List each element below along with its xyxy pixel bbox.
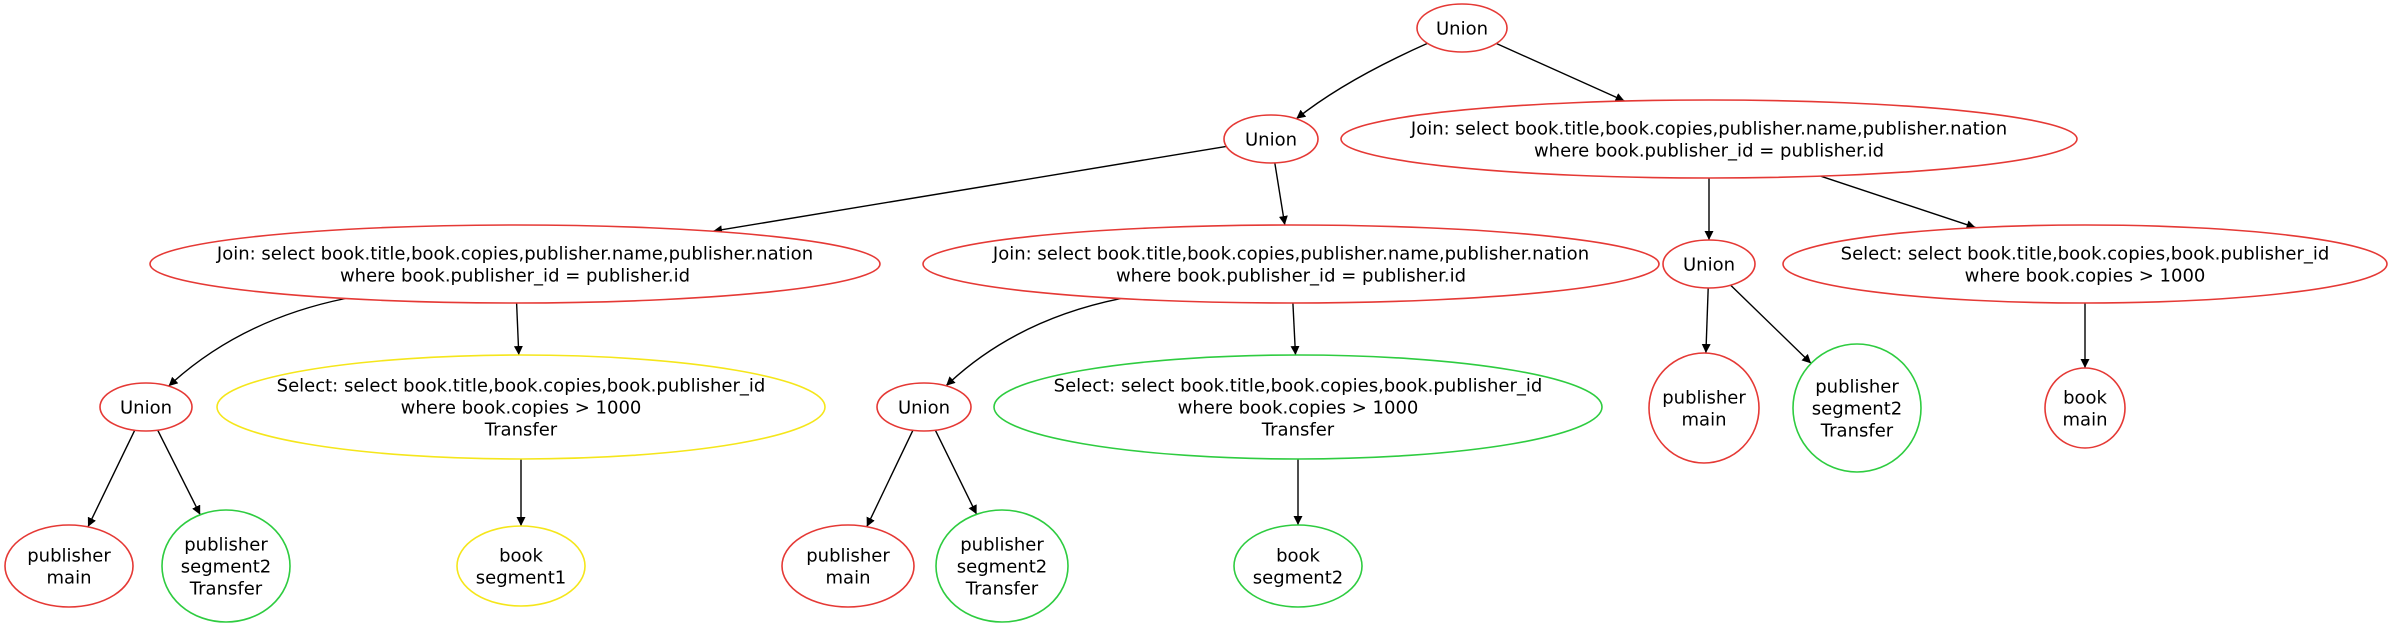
join-node-right: Join: select book.title,book.copies,publ… (1340, 99, 2078, 179)
node-label-line: Union (120, 397, 172, 418)
union-node-b-outline (876, 382, 972, 432)
node-label-line: book (2063, 387, 2107, 408)
select-node-c-outline (1782, 224, 2388, 304)
union-node-left-outline (1223, 114, 1319, 164)
node-label-line: Transfer (965, 578, 1039, 599)
union-node-root-outline (1416, 3, 1508, 53)
node-label-line: Transfer (484, 419, 558, 440)
node-label-line: Transfer (1261, 419, 1335, 440)
edge-n1-to-n3 (1496, 42, 1625, 102)
edge-n5-to-n11 (1290, 302, 1300, 356)
node-label-line: where book.publisher_id = publisher.id (1116, 265, 1466, 286)
join-node-a: Join: select book.title,book.copies,publ… (149, 224, 881, 304)
edge-n8-to-n16 (157, 429, 201, 516)
union-node-b: Union (876, 382, 972, 432)
publisher-main-node-c-outline (1648, 352, 1760, 464)
join-node-right-outline (1340, 99, 2078, 179)
node-label-line: Join: select book.title,book.copies,publ… (1410, 118, 2007, 139)
node-label-line: publisher (806, 545, 890, 566)
select-node-c: Select: select book.title,book.copies,bo… (1782, 224, 2388, 304)
select-node-a: Select: select book.title,book.copies,bo… (216, 354, 826, 460)
edge-n4-to-n8 (168, 297, 346, 387)
edge-n3-to-n7 (1820, 175, 1976, 230)
node-label-line: Union (1245, 129, 1297, 150)
edge-n6-to-n12 (1701, 287, 1711, 354)
node-label-line: main (47, 567, 92, 588)
node-label-line: Transfer (189, 578, 263, 599)
node-label-line: publisher (27, 545, 111, 566)
node-label-line: where book.copies > 1000 (1965, 265, 2206, 286)
edge-n10-to-n19 (934, 429, 978, 515)
node-label-line: publisher (1815, 376, 1899, 397)
node-label-line: segment2 (181, 556, 271, 577)
publisher-segment2-node-b-outline (935, 509, 1069, 623)
union-node-c-outline (1662, 239, 1756, 289)
book-main-node-c-outline (2044, 367, 2126, 449)
edge-n2-to-n4 (712, 145, 1227, 235)
node-label-line: book (499, 545, 543, 566)
union-node-a: Union (99, 382, 193, 432)
node-label-line: main (1682, 409, 1727, 430)
node-label-line: Select: select book.title,book.copies,bo… (277, 375, 766, 396)
node-label-line: main (826, 567, 871, 588)
join-node-b-outline (922, 224, 1660, 304)
select-node-a-outline (216, 354, 826, 460)
join-node-b: Join: select book.title,book.copies,publ… (922, 224, 1660, 304)
publisher-main-node-a-outline (4, 524, 134, 608)
union-node-a-outline (99, 382, 193, 432)
publisher-segment2-node-c-outline (1792, 343, 1922, 473)
edge-n8-to-n15 (87, 429, 136, 528)
publisher-main-node-b-outline (781, 524, 915, 608)
edge-n5-to-n10 (945, 297, 1121, 387)
node-label-line: Union (1683, 254, 1735, 275)
select-node-b-outline (993, 354, 1603, 460)
union-node-root: Union (1416, 3, 1508, 53)
node-label-line: where book.copies > 1000 (401, 397, 642, 418)
node-label-line: Select: select book.title,book.copies,bo… (1054, 375, 1543, 396)
union-node-left: Union (1223, 114, 1319, 164)
node-label-line: main (2063, 409, 2108, 430)
edge-n2-to-n5 (1274, 162, 1288, 226)
edge-n4-to-n9 (513, 302, 523, 356)
node-label-line: book (1276, 545, 1320, 566)
node-label-line: Transfer (1820, 420, 1894, 441)
book-segment1-node-a-outline (456, 525, 586, 607)
node-label-line: where book.publisher_id = publisher.id (340, 265, 690, 286)
node-label-line: Join: select book.title,book.copies,publ… (992, 243, 1589, 264)
node-label-line: Join: select book.title,book.copies,publ… (216, 243, 813, 264)
edge-n10-to-n18 (866, 429, 914, 528)
join-node-a-outline (149, 224, 881, 304)
node-label-line: where book.copies > 1000 (1178, 397, 1419, 418)
node-label-line: publisher (960, 534, 1044, 555)
edge-n1-to-n2 (1295, 42, 1428, 120)
select-node-b: Select: select book.title,book.copies,bo… (993, 354, 1603, 460)
book-segment2-node-b-outline (1233, 524, 1363, 608)
union-node-c: Union (1662, 239, 1756, 289)
node-label-line: segment2 (1812, 398, 1902, 419)
node-label-line: segment2 (957, 556, 1047, 577)
node-label-line: segment1 (476, 567, 566, 588)
node-label-line: Select: select book.title,book.copies,bo… (1841, 243, 2330, 264)
node-label-line: publisher (1662, 387, 1746, 408)
node-label-line: Union (898, 397, 950, 418)
node-label-line: publisher (184, 534, 268, 555)
node-label-line: Union (1436, 18, 1488, 39)
edges (87, 42, 2090, 528)
node-label-line: where book.publisher_id = publisher.id (1534, 140, 1884, 161)
edge-n6-to-n13 (1730, 284, 1812, 364)
node-label-line: segment2 (1253, 567, 1343, 588)
publisher-segment2-node-a-outline (161, 509, 291, 623)
